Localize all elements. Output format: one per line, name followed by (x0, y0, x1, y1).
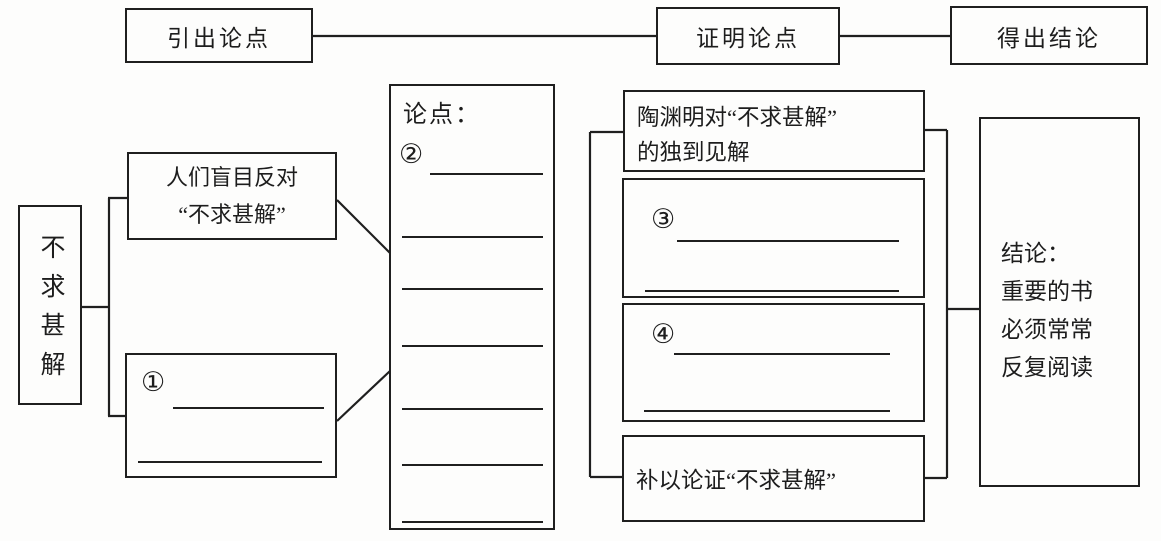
point4-marker: ④ (651, 319, 676, 350)
tao-insight-line2: 的独到见解 (637, 140, 750, 165)
blank-line (402, 521, 543, 523)
supplement-label: 补以论证“不求甚解” (636, 467, 836, 493)
thesis-box: 论点： ② (389, 84, 555, 530)
blank-line (402, 236, 543, 238)
blank-line (674, 353, 890, 355)
blank-line (645, 290, 899, 292)
point3-marker: ③ (651, 204, 676, 235)
conclusion-line4: 反复阅读 (1001, 355, 1093, 380)
blank-line (402, 408, 543, 410)
flow-step-conclude: 得出结论 (950, 6, 1148, 65)
supplement-box: 补以论证“不求甚解” (622, 435, 925, 522)
blank-line (644, 410, 890, 412)
point2-marker: ② (399, 139, 424, 170)
tao-insight-box: 陶渊明对“不求甚解” 的独到见解 (623, 90, 925, 172)
flow-step-prove: 证明论点 (656, 7, 840, 65)
flow-step-introduce: 引出论点 (125, 8, 313, 63)
point4-box: ④ (622, 303, 925, 422)
tao-insight-line1: 陶渊明对“不求甚解” (637, 105, 837, 130)
blind-opposition-line1: 人们盲目反对 (165, 165, 298, 190)
blank-line (402, 464, 543, 466)
conclusion-line2: 重要的书 (1001, 279, 1093, 304)
point3-box: ③ (622, 178, 925, 298)
flow-step-conclude-label: 得出结论 (997, 25, 1101, 51)
conclusion-box: 结论： 重要的书 必须常常 反复阅读 (979, 117, 1140, 487)
point1-box: ① (125, 353, 337, 478)
topic-box: 不求甚解 (18, 205, 82, 405)
blank-line (402, 288, 543, 290)
blank-line (173, 407, 324, 409)
blind-opposition-line2: “不求甚解” (178, 202, 286, 227)
blank-line (138, 461, 322, 463)
blank-line (677, 240, 899, 242)
flow-step-introduce-label: 引出论点 (167, 25, 271, 51)
blank-line (430, 173, 543, 175)
conclusion-line3: 必须常常 (1001, 317, 1093, 342)
blind-opposition-box: 人们盲目反对 “不求甚解” (127, 152, 337, 240)
conclusion-line1: 结论： (1001, 241, 1070, 266)
topic-label: 不求甚解 (37, 234, 64, 390)
flow-step-prove-label: 证明论点 (696, 26, 800, 51)
blank-line (402, 345, 543, 347)
thesis-title: 论点： (403, 102, 481, 128)
point1-marker: ① (141, 367, 166, 398)
